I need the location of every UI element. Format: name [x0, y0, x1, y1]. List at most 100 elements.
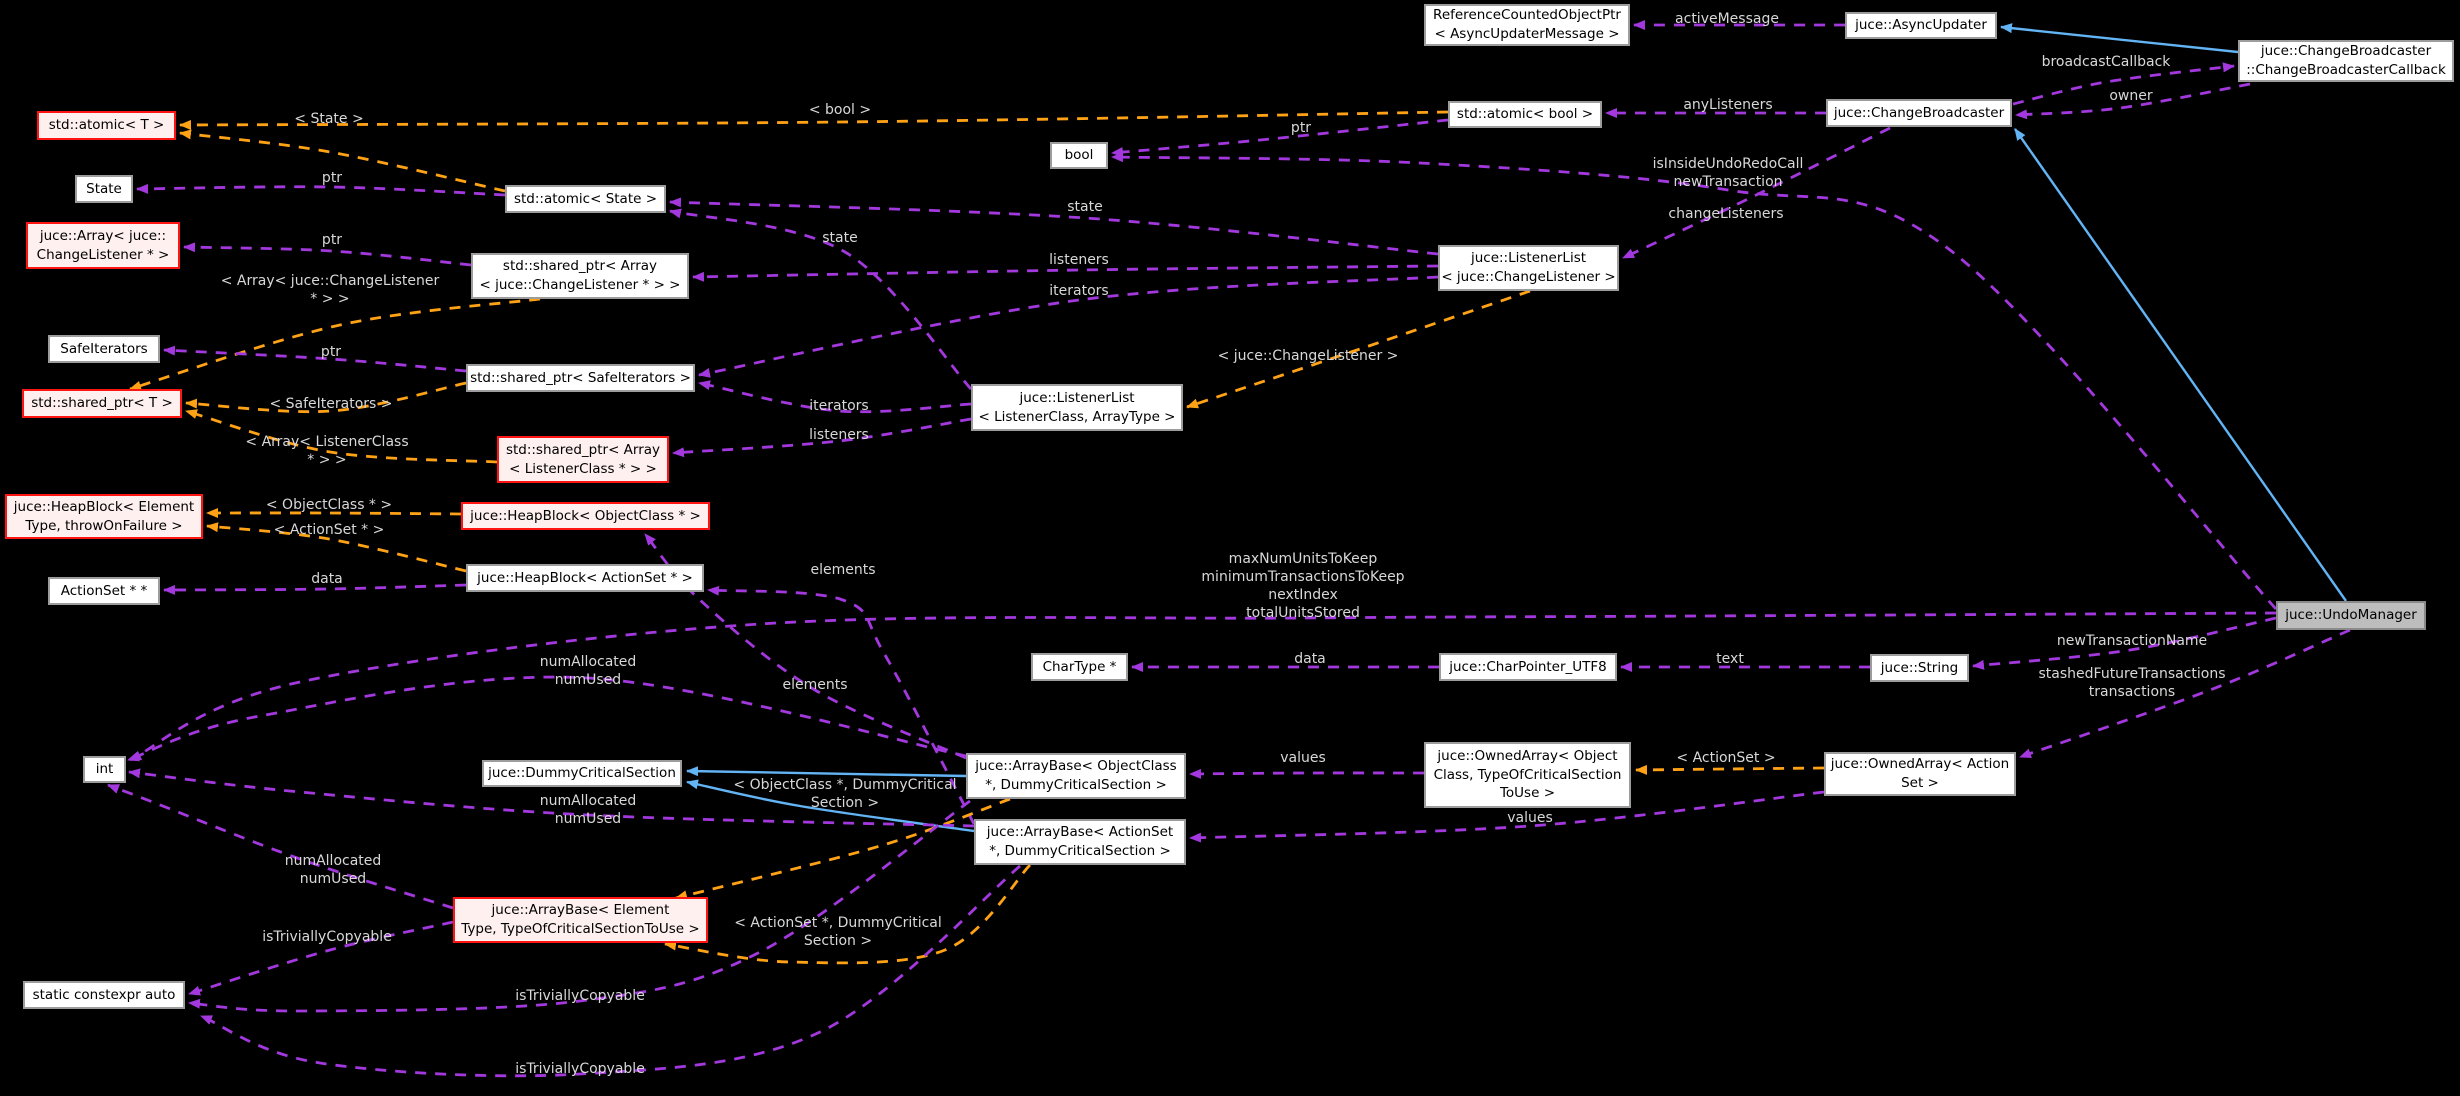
edge-inherit-5	[2014, 128, 2347, 602]
edge-use-19	[163, 345, 467, 373]
edge-use-41	[127, 675, 967, 762]
edge-use-46	[200, 864, 1021, 1078]
edge-label: < ActionSet *, DummyCritical Section >	[734, 915, 942, 949]
edge-tmpl-7	[179, 129, 506, 193]
edge-label: ptr	[320, 344, 342, 361]
edge-label: newTransactionName	[2056, 633, 2208, 650]
node-listenerlist-listenerclass[interactable]: juce::ListenerList < ListenerClass, Arra…	[971, 384, 1183, 431]
node-shared-ptr-t[interactable]: std::shared_ptr< T >	[22, 389, 182, 418]
edge-use-23	[672, 417, 972, 458]
node-ownedarray-objectclass[interactable]: juce::OwnedArray< Object Class, TypeOfCr…	[1424, 742, 1631, 808]
node-static-constexpr-auto[interactable]: static constexpr auto	[23, 981, 185, 1009]
node-change-broadcaster-callback[interactable]: juce::ChangeBroadcaster ::ChangeBroadcas…	[2238, 40, 2454, 82]
node-arraybase-objectclass[interactable]: juce::ArrayBase< ObjectClass *, DummyCri…	[966, 753, 1186, 799]
edge-label: numAllocated numUsed	[539, 793, 637, 827]
edge-label: < ActionSet >	[1676, 750, 1776, 767]
node-change-broadcaster[interactable]: juce::ChangeBroadcaster	[1826, 99, 2012, 127]
edge-tmpl-25	[206, 522, 467, 573]
edge-tmpl-24	[206, 507, 462, 518]
node-int[interactable]: int	[83, 756, 126, 783]
edge-use-43	[107, 783, 454, 910]
edge-tmpl-39	[675, 797, 1011, 901]
node-shared-ptr-array-changelistener[interactable]: std::shared_ptr< Array < juce::ChangeLis…	[471, 253, 689, 299]
node-charpointer-utf8[interactable]: juce::CharPointer_UTF8	[1439, 653, 1617, 681]
node-shared-ptr-array-listenerclass[interactable]: std::shared_ptr< Array < ListenerClass *…	[497, 436, 669, 483]
edge-use-9	[1111, 152, 2278, 610]
edge-label: stashedFutureTransactions transactions	[2038, 666, 2226, 700]
edge-label: < ActionSet * >	[273, 522, 385, 539]
edge-label: elements	[782, 677, 848, 694]
edge-label: values	[1280, 750, 1326, 767]
node-ownedarray-actionset[interactable]: juce::OwnedArray< Action Set >	[1824, 752, 2016, 796]
node-ref-counted-object-ptr[interactable]: ReferenceCountedObjectPtr < AsyncUpdater…	[1424, 4, 1630, 46]
edge-label: numAllocated numUsed	[539, 654, 637, 688]
edge-use-10	[1622, 126, 1891, 260]
edge-label: < ObjectClass *, DummyCritical Section >	[733, 777, 957, 811]
edge-label: isTriviallyCopyable	[515, 1061, 645, 1078]
edge-label: < Array< juce::ChangeListener * > >	[220, 273, 440, 307]
edge-use-45	[188, 799, 971, 1013]
edge-label: owner	[2109, 88, 2153, 105]
edge-use-44	[188, 920, 454, 996]
edge-label: isInsideUndoRedoCall newTransaction	[1652, 156, 1804, 190]
node-arraybase-elementtype[interactable]: juce::ArrayBase< Element Type, TypeOfCri…	[453, 897, 708, 943]
edge-use-22	[698, 380, 972, 414]
edge-use-32	[1972, 616, 2277, 670]
edge-use-29	[129, 611, 2277, 762]
edge-tmpl-40	[664, 864, 1032, 965]
edge-label: ptr	[1290, 120, 1312, 137]
edge-label: maxNumUnitsToKeep minimumTransactionsToK…	[1201, 551, 1405, 621]
edge-use-13	[669, 208, 973, 390]
node-array-changelistener[interactable]: juce::Array< juce:: ChangeListener * >	[26, 222, 180, 269]
edge-label: state	[1067, 199, 1103, 216]
node-atomic-bool[interactable]: std::atomic< bool >	[1448, 101, 1602, 128]
node-atomic-state[interactable]: std::atomic< State >	[505, 185, 666, 213]
edge-inherit-37	[686, 766, 967, 778]
node-heapblock-elementtype[interactable]: juce::HeapBlock< Element Type, throwOnFa…	[5, 494, 203, 539]
node-async-updater[interactable]: juce::AsyncUpdater	[1845, 12, 1997, 39]
node-listenerlist-changelistener[interactable]: juce::ListenerList < juce::ChangeListene…	[1438, 245, 1619, 291]
edge-label: isTriviallyCopyable	[515, 988, 645, 1005]
edge-use-33	[2019, 628, 2351, 759]
edge-label: data	[311, 571, 343, 588]
edge-label: state	[822, 230, 858, 247]
edge-tmpl-35	[1635, 764, 1825, 775]
edge-label: broadcastCallback	[2041, 54, 2171, 71]
node-shared-ptr-safeiterators[interactable]: std::shared_ptr< SafeIterators >	[466, 364, 695, 392]
edge-tmpl-6	[179, 110, 1449, 130]
edge-label: anyListeners	[1683, 97, 1773, 114]
edge-use-26	[163, 583, 467, 595]
edge-label: < bool >	[808, 102, 872, 119]
edge-label: activeMessage	[1675, 11, 1779, 28]
node-atomic-t[interactable]: std::atomic< T >	[37, 111, 176, 140]
edge-tmpl-16	[1186, 289, 1531, 409]
edge-label: < juce::ChangeListener >	[1217, 348, 1399, 365]
edge-tmpl-20	[185, 381, 467, 414]
node-actionset-ptr-ptr[interactable]: ActionSet * *	[48, 577, 160, 605]
edge-use-42	[128, 768, 975, 828]
edge-label: < ObjectClass * >	[265, 497, 393, 514]
node-dummycriticalsection[interactable]: juce::DummyCriticalSection	[482, 760, 682, 787]
node-undomanager: juce::UndoManager	[2276, 601, 2426, 630]
edge-use-27	[643, 533, 967, 760]
edge-label: text	[1716, 651, 1744, 668]
edge-use-2	[2012, 62, 2235, 106]
node-chartype[interactable]: CharType *	[1031, 653, 1128, 681]
edge-label: listeners	[809, 427, 869, 444]
edge-label: iterators	[809, 398, 869, 415]
node-heapblock-objectclass[interactable]: juce::HeapBlock< ObjectClass * >	[461, 502, 710, 530]
edge-use-34	[1189, 768, 1425, 779]
node-arraybase-actionset[interactable]: juce::ArrayBase< ActionSet *, DummyCriti…	[974, 819, 1186, 865]
edge-inherit-1	[2000, 23, 2239, 54]
edge-use-11	[136, 183, 506, 197]
node-bool[interactable]: bool	[1050, 142, 1108, 169]
node-string[interactable]: juce::String	[1870, 654, 1969, 682]
edge-use-3	[2015, 82, 2251, 120]
node-heapblock-actionset[interactable]: juce::HeapBlock< ActionSet * >	[466, 564, 704, 592]
edge-tmpl-18	[129, 297, 541, 391]
edge-use-14	[692, 264, 1439, 282]
edge-label: iterators	[1049, 283, 1109, 300]
node-state[interactable]: State	[75, 175, 133, 203]
node-safeiterators[interactable]: SafeIterators	[48, 335, 160, 363]
